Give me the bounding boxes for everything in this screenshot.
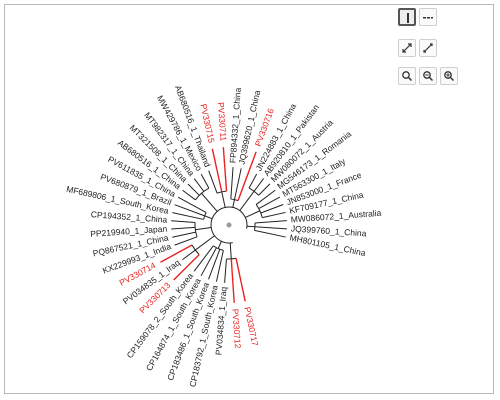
clade-stem (195, 235, 215, 251)
leaf-branch (215, 250, 224, 282)
leaf-branch (254, 226, 287, 230)
leaf-label[interactable]: PV330712 (230, 308, 243, 349)
magnifier-plus-icon (444, 71, 455, 82)
zoom-reset-button[interactable] (398, 67, 416, 85)
leaf-branch (171, 220, 196, 224)
clade-stem (217, 241, 222, 249)
leaf-branch (174, 204, 205, 217)
clade-stem (229, 242, 232, 259)
leaf-branch (235, 258, 242, 282)
leaf-branch (177, 196, 207, 213)
vertical-bar-icon (407, 13, 409, 23)
clade-stem (195, 227, 212, 231)
leaf-branch (171, 226, 196, 230)
leaf-branch (224, 258, 227, 283)
magnifier-icon (402, 71, 413, 82)
leaf-branch (200, 173, 210, 189)
leaf-branch (258, 196, 281, 210)
leaf-branch (215, 168, 223, 192)
long-branch (248, 151, 257, 171)
leaf-branch (187, 254, 200, 267)
leaf-branch (258, 183, 271, 196)
horizontal-dashes-icon (423, 17, 433, 19)
leaf-branch (177, 244, 193, 254)
leaf-branch (260, 204, 284, 214)
clade-stem (221, 191, 226, 208)
root-node[interactable] (226, 222, 232, 228)
leaf-branch (172, 231, 196, 238)
long-branch (211, 148, 218, 169)
clade-stem (201, 192, 218, 212)
clade-stem (232, 199, 235, 208)
leaf-branch (172, 212, 204, 220)
leaf-branch (248, 173, 258, 189)
diagonal-arrows-in-icon (402, 43, 412, 53)
leaf-branch (193, 178, 205, 192)
leaf-branch (255, 189, 276, 205)
long-branch (173, 265, 189, 281)
leaf-branch (193, 245, 214, 272)
leaf-branch (262, 211, 286, 219)
leaf-branch (182, 249, 196, 261)
expand-vertical-button[interactable] (398, 39, 416, 57)
leaf-branch (208, 249, 221, 280)
zoom-out-button[interactable] (419, 67, 437, 85)
leaf-branch (254, 229, 286, 238)
clade-stem (239, 191, 255, 211)
magnifier-minus-icon (423, 71, 434, 82)
leaf-branch (237, 170, 250, 201)
leaf-branch (182, 189, 196, 201)
leaf-branch (253, 178, 265, 192)
layout-horizontal-button[interactable] (419, 8, 437, 26)
leaf-branch (230, 167, 234, 200)
clade-stem (245, 210, 261, 218)
leaf-branch (233, 168, 242, 200)
zoom-in-button[interactable] (440, 67, 458, 85)
leaf-branch (230, 258, 234, 283)
expand-horizontal-button[interactable] (419, 39, 437, 57)
leaf-label[interactable]: PV330711 (216, 102, 229, 142)
long-branch (232, 282, 235, 303)
root-arc (210, 206, 248, 244)
leaf-branch (200, 247, 217, 277)
clade-stem (246, 225, 255, 228)
long-branch (222, 147, 226, 168)
long-branch (240, 281, 246, 302)
leaf-branch (208, 170, 218, 194)
phylogenetic-tree[interactable]: MH801105_1_ChinaJQ399760_1_ChinaMW086072… (5, 5, 495, 395)
diagonal-arrows-out-icon (423, 43, 433, 53)
tree-branches (160, 147, 287, 303)
long-branch (160, 252, 179, 263)
tree-leaf-labels: MH801105_1_ChinaJQ399760_1_ChinaMW086072… (65, 84, 381, 388)
leaf-branch (224, 167, 228, 192)
clade-stem (204, 215, 213, 220)
leaf-branch (254, 220, 287, 224)
layout-vertical-button[interactable] (398, 8, 416, 26)
leaf-branch (174, 236, 198, 246)
leaf-label[interactable]: PV330717 (242, 306, 260, 347)
leaf-branch (187, 183, 200, 196)
